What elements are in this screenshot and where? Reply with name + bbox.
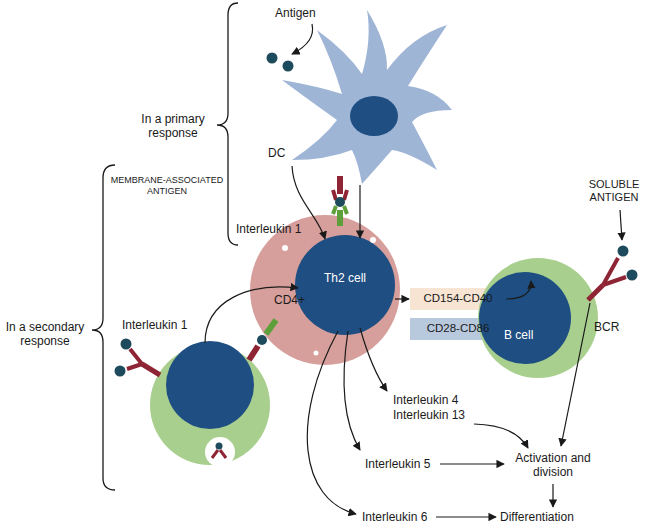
b-cell: B cell [478,258,598,378]
node-text: CD154-CD40 [410,292,506,306]
arrow [292,24,313,54]
receptor-label-wrap: BCR [594,320,619,334]
antigen-dot [267,53,278,64]
antigen-type-label: SOLUBLE ANTIGEN [582,178,646,204]
cytokine-label: Interleukin 5 [365,457,430,471]
granule [282,245,288,251]
cytokine-label-wrap: Interleukin 13 [393,408,465,422]
b-cell-shape [478,258,598,378]
node-text: B cell [504,328,533,342]
outcome-label: Activation and division [508,451,598,480]
cytokine-label: Interleukin 6 [362,510,427,524]
granule [370,237,376,243]
granule [314,351,319,356]
antigen-type-label-wrap: SOLUBLE ANTIGEN [582,178,646,204]
cytokine-label: Interleukin 1 [122,318,187,332]
cytokine-label: Interleukin 13 [393,408,465,422]
dendritic-cell-shape [262,0,457,185]
node-text-wrap: DC [268,146,285,160]
bracket [92,165,115,490]
outcome-label-wrap: Differentiation [500,510,574,524]
node-text: CD4+ [274,293,305,307]
arrows [205,166,622,517]
bcr-symbol [588,246,638,301]
dendritic-cell: DC [262,0,457,185]
node-text-wrap: CD28-CD86 [410,322,506,336]
node-text-wrap: B cell [504,328,533,342]
node-text-wrap: CD4+ [274,293,305,307]
response-label: In a secondary response [2,320,88,349]
bracket [217,3,238,245]
response-label-wrap: In a primary response [132,112,214,141]
cytokine-label: Interleukin 1 [236,222,301,236]
cytokine-label: Interleukin 4 [393,393,458,407]
antigen-label: Antigen [275,6,316,20]
antigen-dot [283,61,294,72]
antigen-label-wrap: Antigen [275,6,316,20]
th2-nucleus: Th2 cell [295,235,395,335]
receptor-label: BCR [594,320,619,334]
cytokine-label-wrap: Interleukin 1 [236,222,301,236]
cytokine-label-wrap: Interleukin 1 [122,318,187,332]
connector [395,298,409,299]
cytokine-label-wrap: Interleukin 6 [362,510,427,524]
node-text-wrap: Th2 cell [295,271,395,285]
antigen-type-label-wrap: MEMBRANE-ASSOCIATED ANTIGEN [110,175,224,197]
node-text: DC [268,146,285,160]
cytokine-label-wrap: Interleukin 4 [393,393,458,407]
node-text: Th2 cell [295,271,395,285]
cytokine-label-wrap: Interleukin 5 [365,457,430,471]
antigen-type-label: MEMBRANE-ASSOCIATED ANTIGEN [110,175,224,197]
node-text: CD28-CD86 [410,322,506,336]
response-label-wrap: In a secondary response [2,320,88,349]
response-label: In a primary response [132,112,214,141]
outcome-label: Differentiation [500,510,574,524]
memory-b-cell [115,339,271,468]
outcome-label-wrap: Activation and division [508,451,598,480]
node-text-wrap: CD154-CD40 [410,292,506,306]
connector [359,185,360,238]
